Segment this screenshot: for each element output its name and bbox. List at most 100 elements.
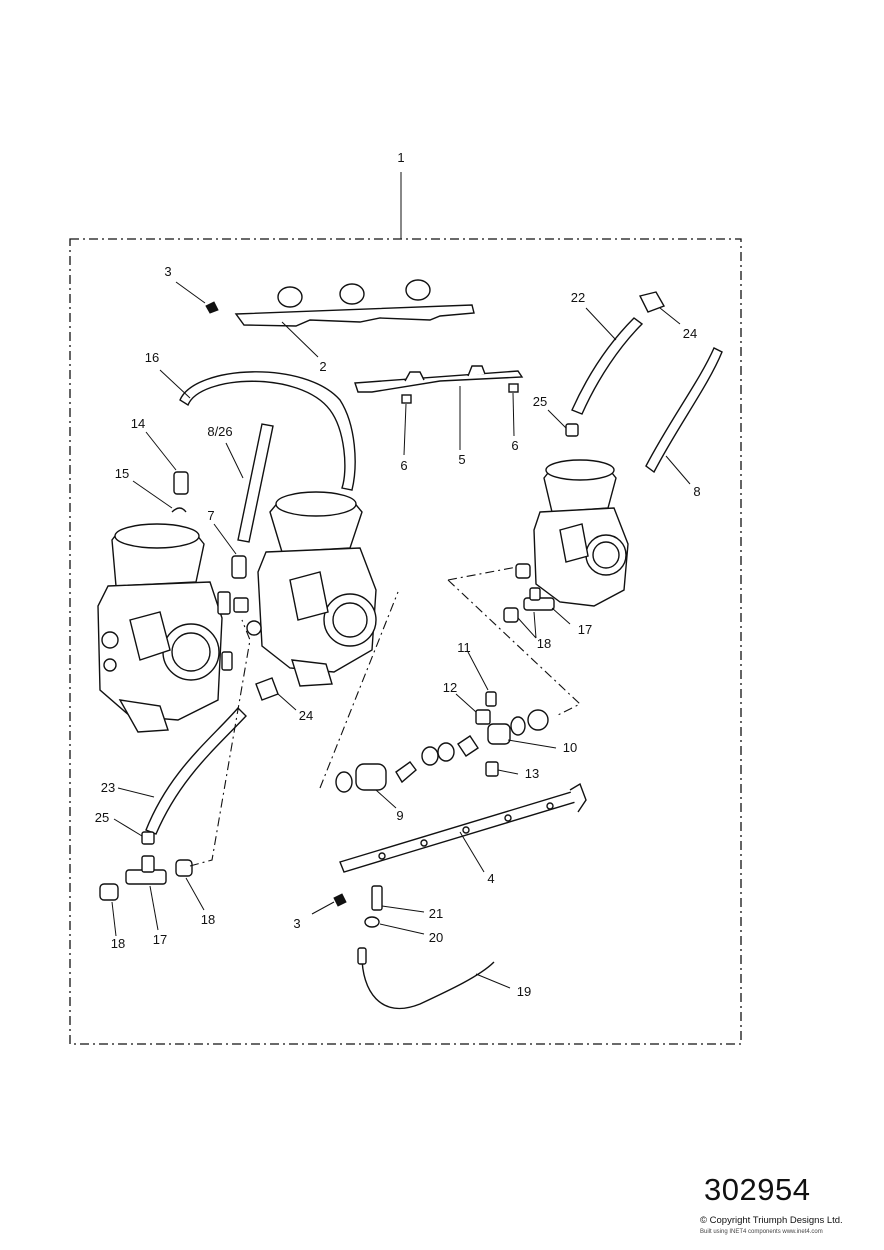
callout-23: 23 <box>101 780 115 795</box>
callout-18-left-a: 18 <box>111 936 125 951</box>
callout-12: 12 <box>443 680 457 695</box>
part-7-fitting <box>231 555 247 579</box>
leader-2 <box>281 321 319 358</box>
route-line-right-top <box>447 565 523 581</box>
carburettor-middle <box>257 491 377 687</box>
carburettor-left <box>97 523 223 733</box>
part-11-screw <box>485 691 497 707</box>
leader-9 <box>375 789 397 809</box>
callout-20: 20 <box>429 930 443 945</box>
callout-11: 11 <box>457 640 471 655</box>
part-3-screw-bottom <box>333 893 347 907</box>
callout-13: 13 <box>525 766 539 781</box>
leader-25-left <box>113 818 143 837</box>
callout-15: 15 <box>115 466 129 481</box>
leader-3-bottom <box>311 901 335 915</box>
callout-22: 22 <box>571 290 585 305</box>
part-25-left <box>141 831 155 845</box>
callout-25-left: 25 <box>95 810 109 825</box>
part-8-hose <box>645 347 723 474</box>
leader-17-left <box>149 885 159 931</box>
part-9-spring-set <box>335 735 479 793</box>
leader-24-right <box>659 307 681 325</box>
part-22-hose <box>571 317 644 415</box>
part-6-clip-left <box>401 394 412 404</box>
leader-4 <box>459 831 485 873</box>
callout-24-left: 24 <box>299 708 313 723</box>
leader-12 <box>455 693 477 713</box>
leader-18-left-a <box>111 901 117 937</box>
part-8-26-hose <box>237 423 274 543</box>
leader-20 <box>379 923 425 935</box>
small-spring-parts <box>217 591 262 671</box>
part-3-screw-top <box>205 301 219 314</box>
leader-7 <box>213 523 237 555</box>
part-2-bracket <box>234 279 475 327</box>
route-line-left <box>189 619 251 867</box>
part-24-cap-left <box>255 677 279 701</box>
part-19-cable <box>361 955 495 1010</box>
callout-17-left: 17 <box>153 932 167 947</box>
callout-6-left: 6 <box>400 458 407 473</box>
leader-22 <box>585 307 617 341</box>
callout-2: 2 <box>319 359 326 374</box>
part-24-cap-right <box>638 291 666 313</box>
part-23-hose <box>145 706 247 835</box>
part-18-right-a <box>515 563 531 579</box>
carburettor-right <box>533 459 629 607</box>
callout-4: 4 <box>487 871 494 886</box>
callout-16: 16 <box>145 350 159 365</box>
callout-10: 10 <box>563 740 577 755</box>
part-21-spring <box>371 885 383 911</box>
callout-9: 9 <box>396 808 403 823</box>
callout-24-right: 24 <box>683 326 697 341</box>
part-25-right <box>565 423 579 437</box>
leader-6-left <box>403 403 407 456</box>
leader-18-left-b <box>185 877 205 911</box>
callout-3-bottom: 3 <box>293 916 300 931</box>
callout-5: 5 <box>458 452 465 467</box>
callout-8: 8 <box>693 484 700 499</box>
leader-23 <box>117 787 155 798</box>
leader-8-26 <box>225 442 244 479</box>
part-4-throttle-shaft <box>339 782 587 873</box>
part-17-tpiece-left <box>125 855 167 885</box>
leader-16 <box>159 369 191 399</box>
leader-14 <box>145 431 177 471</box>
callout-21: 21 <box>429 906 443 921</box>
part-19-cable-end <box>357 947 367 965</box>
leader-11 <box>467 651 489 691</box>
leader-18-right <box>517 611 537 639</box>
route-line-right <box>447 579 581 717</box>
callout-25-right: 25 <box>533 394 547 409</box>
part-5-bracket <box>354 365 524 393</box>
callout-3-top: 3 <box>164 264 171 279</box>
callout-7: 7 <box>207 508 214 523</box>
leader-24-left <box>277 693 297 711</box>
callout-14: 14 <box>131 416 145 431</box>
leader-13 <box>497 769 519 775</box>
leader-21 <box>381 905 425 913</box>
part-14-cap <box>173 471 189 495</box>
part-12-spring <box>475 709 491 725</box>
part-15-clip <box>171 507 187 513</box>
callout-8-26: 8/26 <box>207 424 232 439</box>
callout-6-right: 6 <box>511 438 518 453</box>
part-10-throttle-parts <box>487 709 549 745</box>
leader-17-right <box>551 607 571 625</box>
part-13-screw <box>485 761 499 777</box>
leader-6-right <box>512 392 515 437</box>
leader-25-right <box>547 409 567 429</box>
leader-10 <box>507 739 557 749</box>
part-16-hose <box>179 371 356 491</box>
copyright-notice: © Copyright Triumph Designs Ltd. <box>700 1215 843 1226</box>
assembly-frame <box>69 238 742 1045</box>
leader-3-top <box>175 281 206 304</box>
leader-8 <box>665 455 691 485</box>
callout-18-right: 18 <box>537 636 551 651</box>
callout-1: 1 <box>397 150 404 165</box>
build-note: Built using INET4 components www.inet4.c… <box>700 1229 823 1235</box>
part-18-right-b <box>503 607 519 623</box>
leader-19 <box>475 973 511 989</box>
